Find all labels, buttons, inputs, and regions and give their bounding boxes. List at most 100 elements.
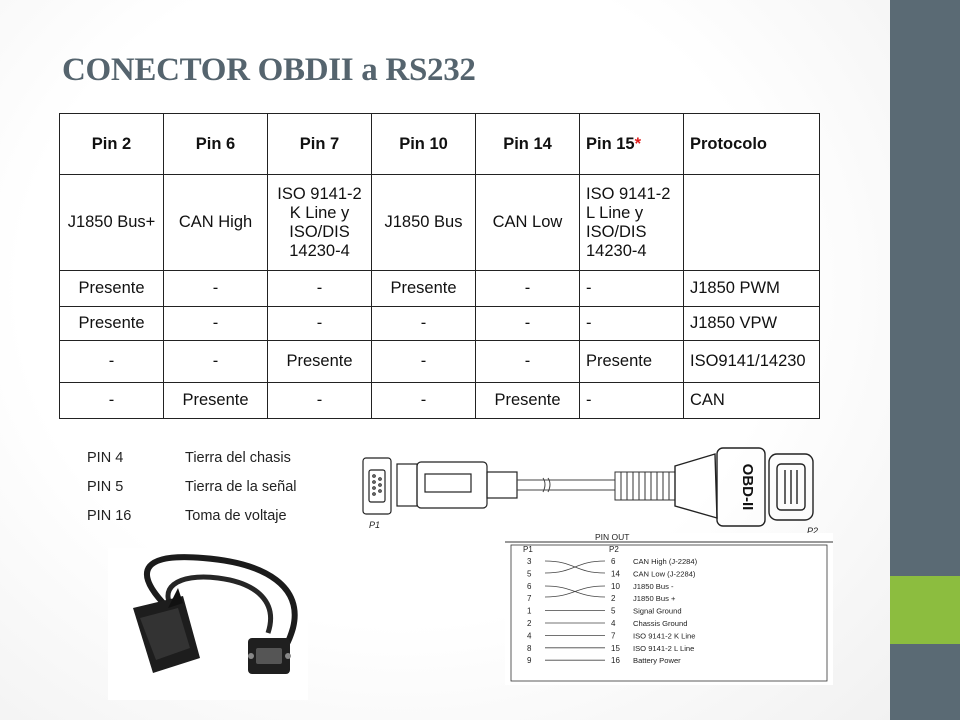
pin-number: PIN 4 [87,450,124,466]
p1-label: P1 [369,520,380,530]
table-cell: Presente [163,382,268,419]
pinout-signal-name: J1850 Bus - [633,582,674,591]
table-cell: - [475,270,580,307]
pinout-signal-name: ISO 9141-2 K Line [633,631,695,640]
table-cell: Presente [475,382,580,419]
pinout-p1-pin: 8 [527,644,532,653]
signal-cell: CAN High [163,174,268,271]
table-cell: J1850 VPW [683,306,820,341]
pin-description-list: PIN 4 Tierra del chasis PIN 5 Tierra de la… [87,450,297,537]
pinout-p2-pin: 10 [611,582,620,591]
signal-cell: J1850 Bus+ [59,174,164,271]
pin-description: Tierra de la señal [185,479,297,495]
pinout-signal-name: ISO 9141-2 L Line [633,644,694,653]
header-cell: Pin 2 [59,113,164,175]
pinout-p1-pin: 5 [527,569,532,578]
table-row: Presente - - Presente - - J1850 PWM [59,270,820,307]
pinout-p1-pin: 1 [527,607,532,616]
obd-connector-icon [674,447,814,527]
pin-number: PIN 5 [87,479,124,495]
header-cell: Pin 14 [475,113,580,175]
header-cell: Pin 10 [371,113,476,175]
pinout-p2-pin: 14 [611,569,620,578]
table-row: Presente - - - - - J1850 VPW [59,306,820,341]
header-text: Pin 15 [586,134,635,153]
pinout-p2-pin: 2 [611,594,616,603]
table-cell: - [267,306,372,341]
footnote-star: * [634,134,642,153]
table-cell: CAN [683,382,820,419]
signal-cell [683,174,820,271]
db9-connector-icon [362,457,518,515]
db9-plug-icon [248,638,291,674]
table-row: - Presente - - Presente - CAN [59,382,820,419]
pin-list-item: PIN 16 Toma de voltaje [87,508,297,537]
signal-cell: CAN Low [475,174,580,271]
table-header-row: Pin 2 Pin 6 Pin 7 Pin 10 Pin 14 Pin 15* … [59,113,820,175]
pinout-p2-pin: 5 [611,607,616,616]
table-cell: - [163,270,268,307]
pin-description: Tierra del chasis [185,450,291,466]
header-cell: Pin 15* [579,113,684,175]
pin-protocol-table: Pin 2 Pin 6 Pin 7 Pin 10 Pin 14 Pin 15* … [59,113,820,419]
pinout-signal-name: J1850 Bus + [633,594,676,603]
header-cell: Pin 7 [267,113,372,175]
pin-description: Toma de voltaje [185,508,287,524]
pin-list-item: PIN 5 Tierra de la señal [87,479,297,508]
table-cell: Presente [59,270,164,307]
header-cell: Pin 6 [163,113,268,175]
table-cell: - [59,382,164,419]
pinout-p1-pin: 4 [527,631,532,640]
table-cell: J1850 PWM [683,270,820,307]
pinout-p2-pin: 15 [611,644,620,653]
table-cell: - [579,306,684,341]
table-row: - - Presente - - Presente ISO9141/14230 [59,340,820,383]
pinout-p1-pin: 3 [527,557,532,566]
pinout-signal-name: Chassis Ground [633,619,687,628]
pinout-p2-pin: 4 [611,619,616,628]
pinout-background [505,533,833,685]
table-cell: - [163,340,268,383]
cable-photo [108,548,308,700]
slide-title: CONECTOR OBDII a RS232 [62,52,476,88]
table-cell: - [267,382,372,419]
table-cell: - [59,340,164,383]
table-cell: - [475,340,580,383]
table-cell: Presente [267,340,372,383]
pinout-signal-name: Battery Power [633,656,681,665]
pinout-col-p2: P2 [609,545,619,554]
pinout-p2-pin: 7 [611,631,616,640]
signal-cell: J1850 Bus [371,174,476,271]
table-cell: - [163,306,268,341]
pinout-p2-pin: 16 [611,656,620,665]
table-cell: ISO9141/14230 [683,340,820,383]
pinout-p2-pin: 6 [611,557,616,566]
pinout-frame [510,544,828,682]
strain-relief [614,471,676,501]
signal-cell: ISO 9141-2 L Line y ISO/DIS 14230-4 [579,174,684,271]
table-cell: - [475,306,580,341]
table-cell: - [579,382,684,419]
pinout-title: PIN OUT [595,533,629,542]
pin-number: PIN 16 [87,508,132,524]
pinout-signal-name: CAN Low (J-2284) [633,569,696,578]
obd-connector-label: OBD-II [739,464,756,511]
pinout-p1-pin: 6 [527,582,532,591]
signal-row: J1850 Bus+ CAN High ISO 9141-2 K Line y … [59,174,820,271]
obd-plug-icon [133,588,200,673]
pin-list-item: PIN 4 Tierra del chasis [87,450,297,479]
pinout-signal-name: CAN High (J-2284) [633,557,698,566]
crossover-lines [544,560,606,598]
table-cell: Presente [59,306,164,341]
pinout-p1-pin: 7 [527,594,532,603]
table-cell: Presente [371,270,476,307]
cable-line [517,477,615,493]
pinout-col-p1: P1 [523,545,533,554]
table-cell: - [371,382,476,419]
signal-cell: ISO 9141-2 K Line y ISO/DIS 14230-4 [267,174,372,271]
table-cell: - [371,340,476,383]
table-cell: - [579,270,684,307]
table-cell: - [267,270,372,307]
